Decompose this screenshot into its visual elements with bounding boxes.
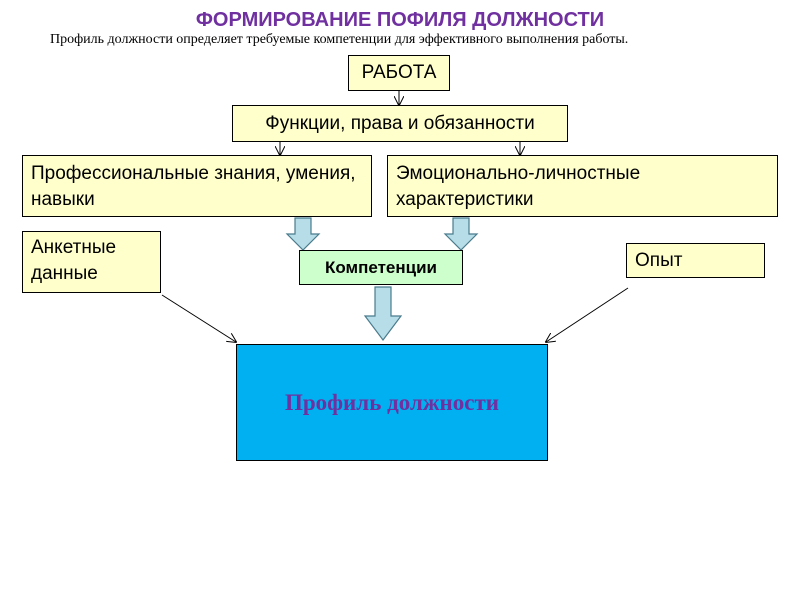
- block-arrow-emotional-to-competencies: [443, 217, 479, 251]
- block-arrow-competencies-to-profile: [363, 286, 403, 341]
- node-competencies: Компетенции: [299, 250, 463, 285]
- node-functions: Функции, права и обязанности: [232, 105, 568, 142]
- node-profile-label: Профиль должности: [284, 389, 500, 415]
- diagram-subtitle: Профиль должности определяет требуемые к…: [50, 32, 629, 47]
- node-anketa: Анкетные данные: [22, 231, 161, 293]
- arrow-experience-to-profile: [546, 287, 629, 342]
- node-experience: Опыт: [626, 243, 765, 278]
- block-arrow-professional-to-competencies: [285, 217, 321, 251]
- arrow-anketa-to-profile: [161, 294, 236, 342]
- node-profile: Профиль должности: [236, 344, 548, 461]
- node-emotional: Эмоционально-личностные характеристики: [387, 155, 778, 217]
- diagram-title: ФОРМИРОВАНИЕ ПОФИЛЯ ДОЛЖНОСТИ: [195, 9, 605, 31]
- node-professional: Профессиональные знания, умения, навыки: [22, 155, 372, 217]
- node-rabota: РАБОТА: [348, 55, 450, 91]
